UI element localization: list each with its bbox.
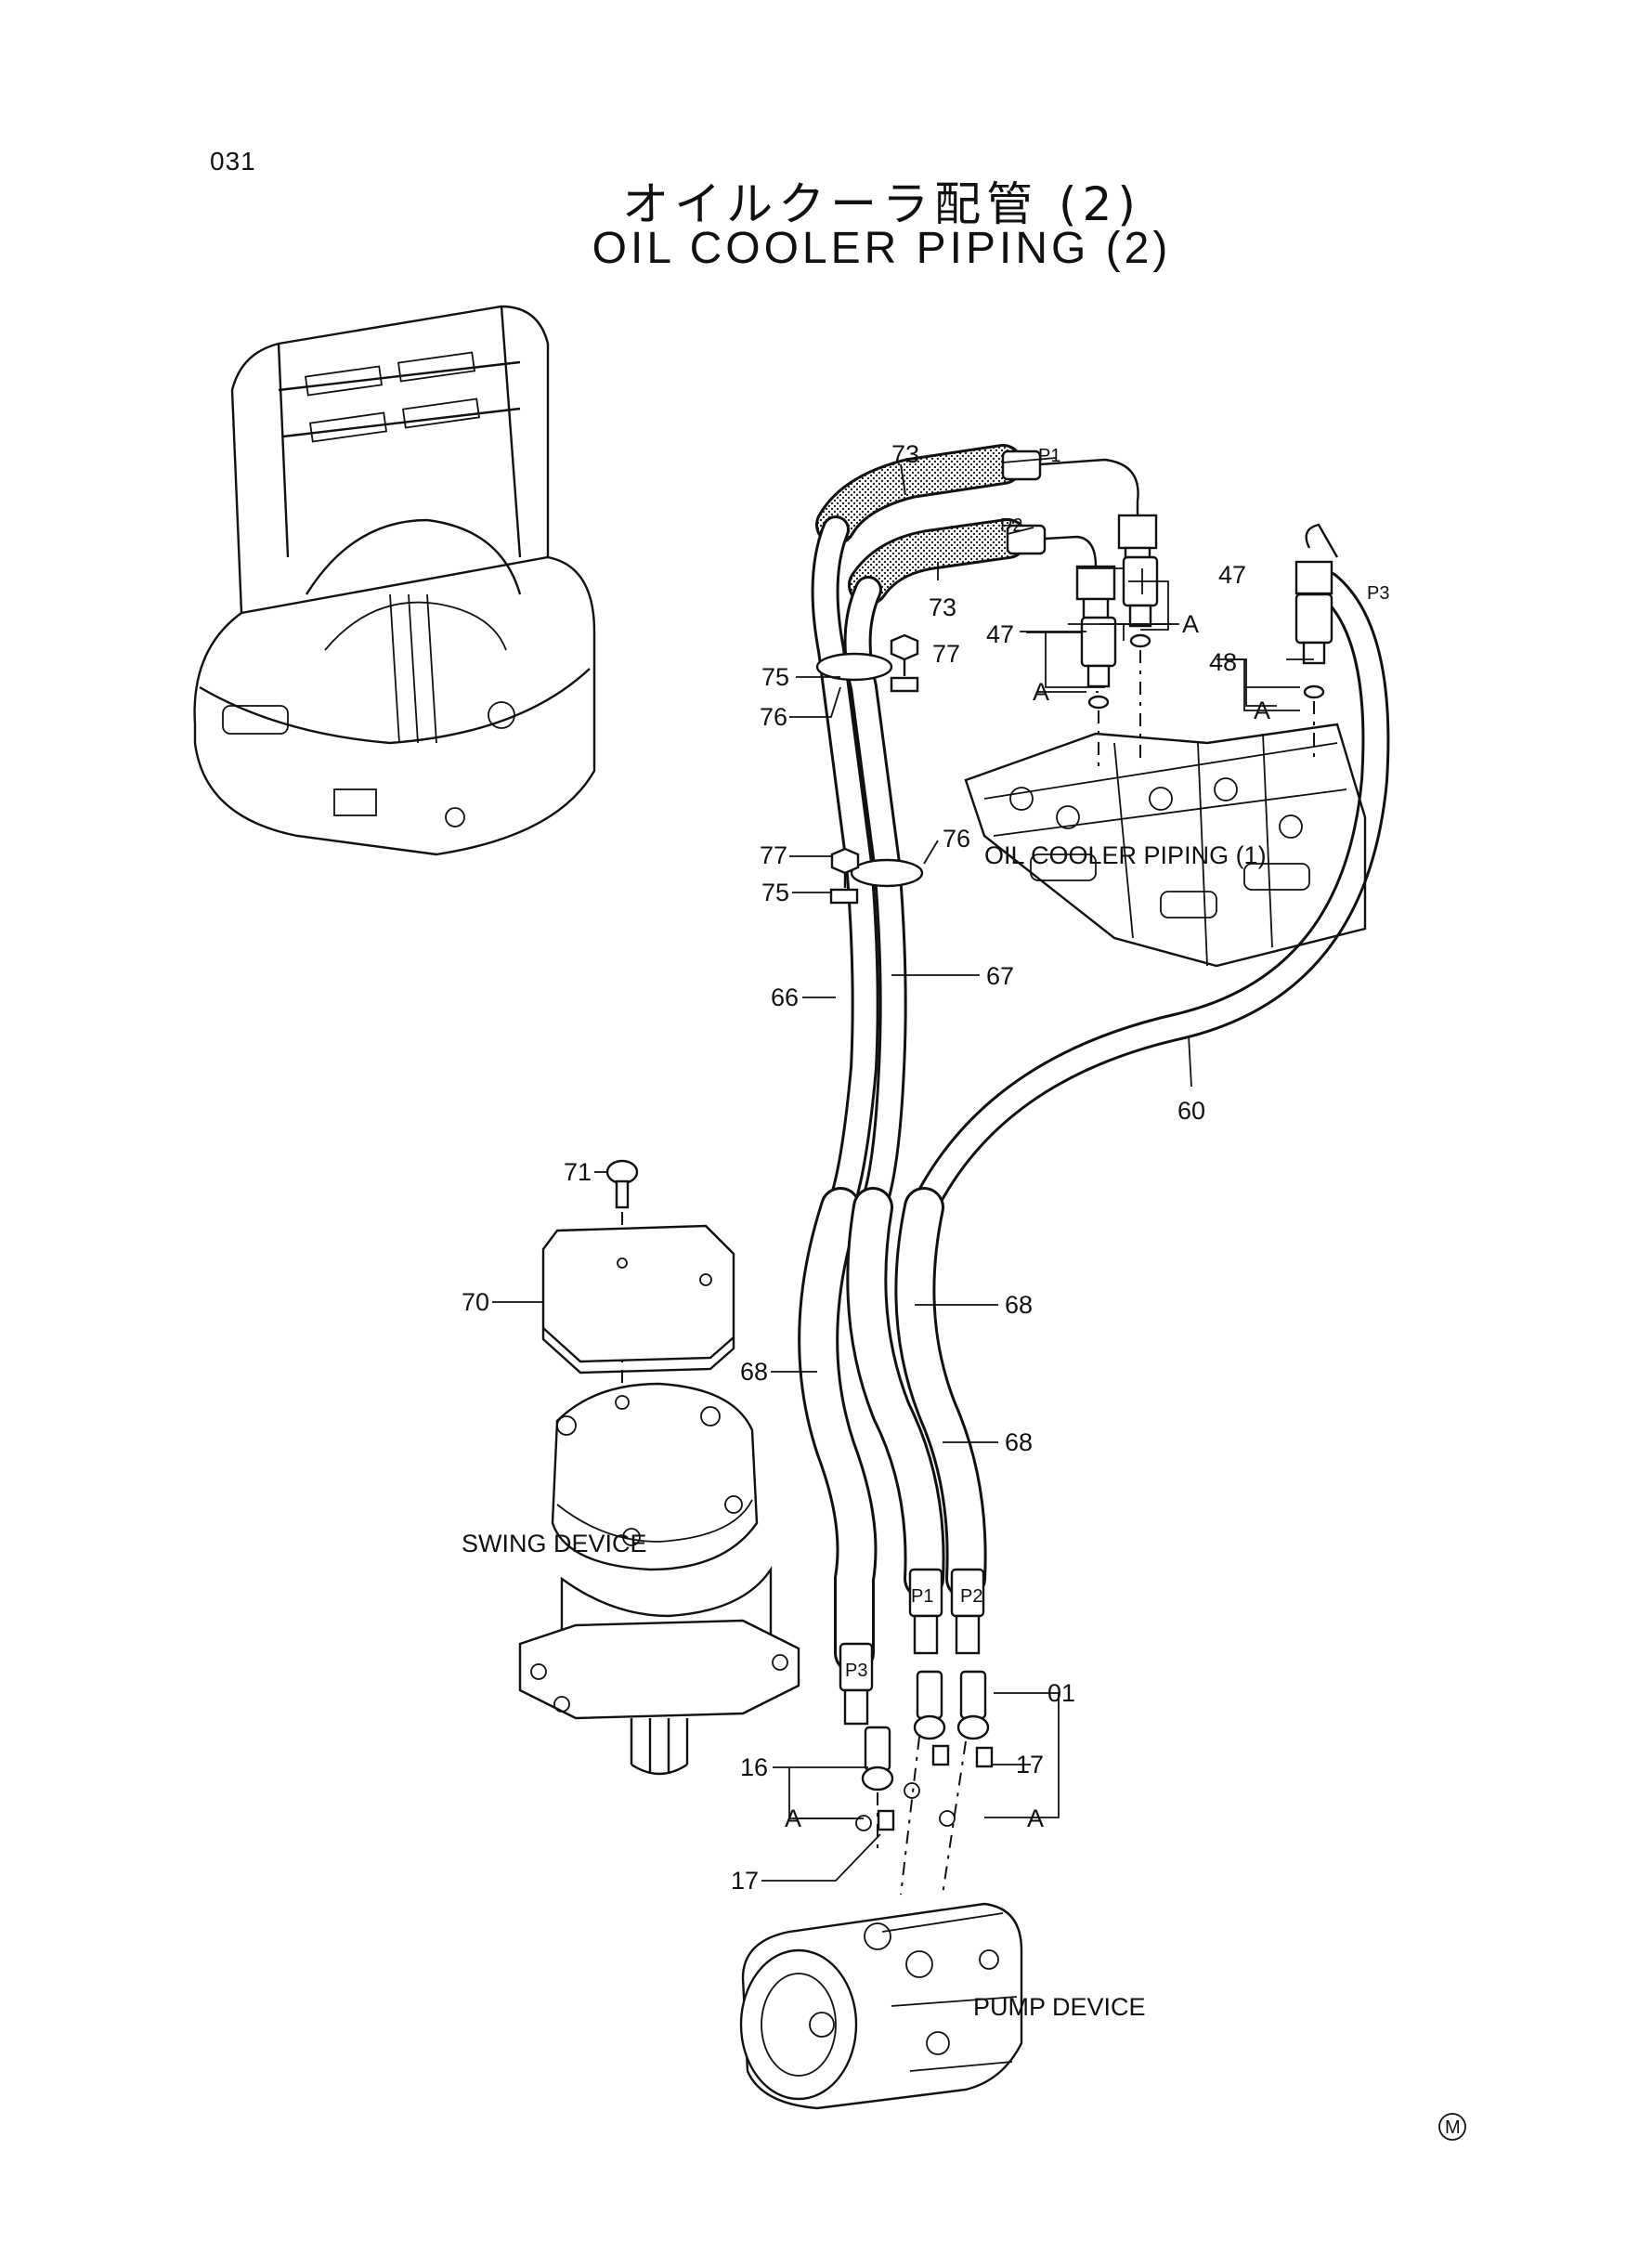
- pump-device: [739, 1902, 1023, 2110]
- hose-68-p1: [846, 1187, 945, 1599]
- port-p3-upper: P3: [1367, 583, 1389, 604]
- hose-67: [843, 576, 907, 1221]
- port-p1-upper: P1: [1038, 446, 1060, 466]
- title-english: OIL COOLER PIPING (2): [592, 224, 1172, 273]
- label-swing-device: SWING DEVICE: [462, 1530, 647, 1557]
- excavator-illustration: [193, 305, 596, 856]
- hose-60: [910, 571, 1390, 1221]
- m-mark: M: [1438, 2113, 1466, 2141]
- callout-01: 01: [1047, 1679, 1075, 1707]
- port-p3-lower: P3: [845, 1661, 867, 1681]
- fitting-p1-lower: [908, 1568, 943, 1655]
- callout-77-lower: 77: [760, 841, 787, 869]
- fitting-p3-lower: [839, 1642, 874, 1726]
- callout-71: 71: [564, 1158, 592, 1186]
- m-mark-letter: M: [1445, 2117, 1461, 2138]
- callout-68-upper-right: 68: [1005, 1291, 1033, 1319]
- callout-75-lower: 75: [761, 879, 789, 906]
- adapter-47-right: [1122, 555, 1159, 648]
- callout-47-left: 47: [986, 620, 1014, 648]
- fitting-p3-upper: [1294, 523, 1339, 595]
- leader-lines: [492, 457, 1314, 1882]
- callout-16: 16: [740, 1753, 768, 1781]
- hose-68-p3: [798, 1187, 878, 1674]
- view-marker-a-1: A: [1182, 610, 1199, 638]
- fitting-p2-lower: [950, 1568, 985, 1655]
- callout-66: 66: [771, 984, 799, 1011]
- callout-60: 60: [1177, 1097, 1205, 1125]
- callout-48: 48: [1209, 648, 1237, 676]
- view-marker-a-4: A: [785, 1804, 801, 1832]
- callout-17-right: 17: [1016, 1751, 1044, 1778]
- hose-73-p1: [815, 444, 1023, 545]
- callout-76-upper: 76: [760, 703, 787, 731]
- clamp-upper: [815, 652, 919, 693]
- callout-75-upper: 75: [761, 663, 789, 691]
- port-p2-lower: P2: [960, 1586, 982, 1607]
- clamp-lower: [829, 858, 924, 905]
- hose-66: [811, 515, 879, 1221]
- bolt-77-upper: [890, 633, 919, 676]
- adapter-48: [1294, 593, 1333, 699]
- page-number: 031: [210, 147, 256, 176]
- port-p2-upper: P2: [1000, 515, 1022, 536]
- callout-70: 70: [462, 1288, 489, 1316]
- callout-68-left: 68: [740, 1358, 768, 1386]
- view-marker-a-3: A: [1254, 697, 1270, 724]
- callout-73-lower: 73: [929, 593, 956, 621]
- swing-device: [518, 1382, 800, 1776]
- adapter-01-left: [913, 1670, 946, 1740]
- adapter-01-right: [956, 1670, 990, 1740]
- view-marker-a-5: A: [1027, 1804, 1044, 1832]
- hose-68-p2: [894, 1187, 987, 1599]
- title-japanese: オイルクーラ配管 (2): [622, 177, 1141, 231]
- fitting-p2-upper: [1006, 524, 1116, 629]
- adapter-47-left: [1080, 616, 1117, 710]
- label-oil-cooler-piping-1: OIL COOLER PIPING (1): [984, 841, 1267, 869]
- plug-17: [877, 1744, 994, 1831]
- callout-73-upper: 73: [891, 440, 919, 468]
- callout-76-lower: 76: [943, 825, 970, 853]
- callout-67: 67: [986, 962, 1014, 990]
- bolt-71: [605, 1159, 639, 1209]
- view-marker-a-2: A: [1033, 678, 1049, 706]
- control-valve: [964, 723, 1367, 968]
- callout-68-lower-right: 68: [1005, 1428, 1033, 1456]
- callout-77-upper: 77: [932, 640, 960, 668]
- label-pump-device: PUMP DEVICE: [973, 1993, 1146, 2021]
- adapter-16: [861, 1726, 894, 1791]
- port-p1-lower: P1: [911, 1586, 933, 1607]
- callout-17-left: 17: [731, 1867, 759, 1895]
- bolt-77-lower: [830, 847, 860, 888]
- callout-47-right: 47: [1218, 561, 1246, 589]
- cover-70: [541, 1224, 735, 1375]
